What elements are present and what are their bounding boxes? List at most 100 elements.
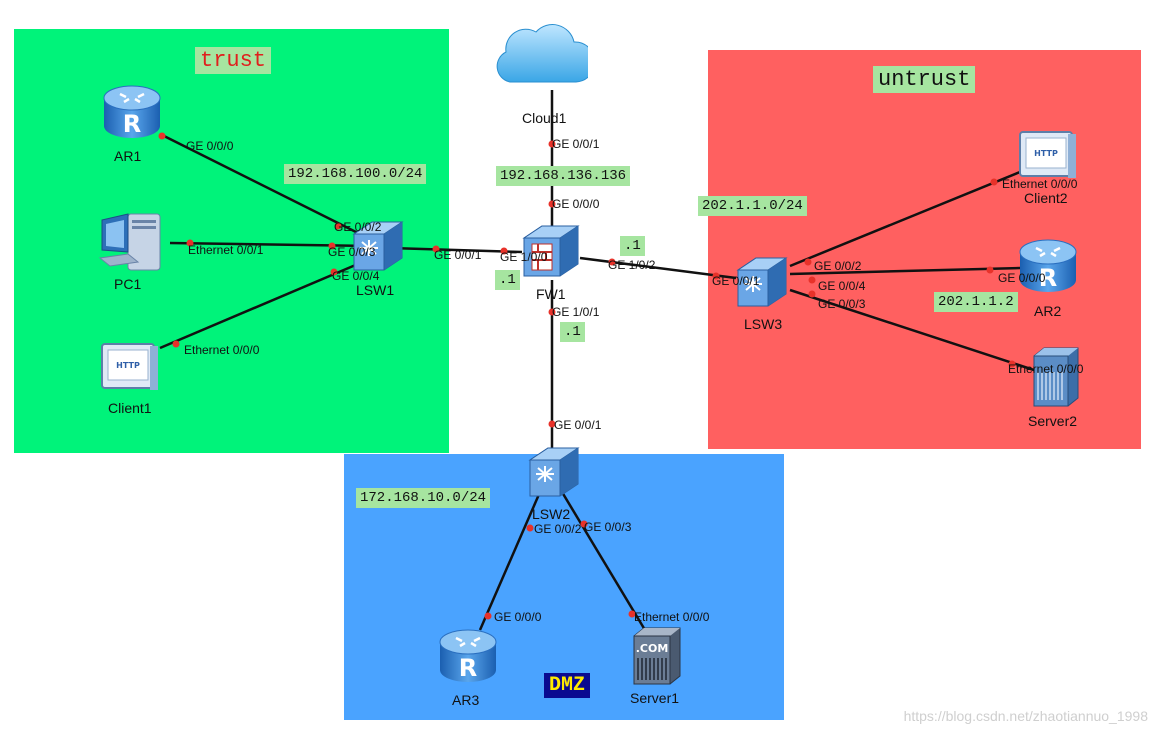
router-icon[interactable]: R (438, 628, 498, 686)
device-name-ar3: AR3 (452, 692, 480, 708)
http-client-icon[interactable]: HTTP (100, 340, 160, 392)
link-lsw3-client2[interactable] (789, 170, 1021, 268)
device-name-ar2: AR2 (1034, 303, 1062, 319)
port-dot (330, 268, 338, 276)
port-label: GE 1/0/2 (608, 258, 656, 272)
port-dot (986, 266, 994, 274)
server-icon[interactable] (1030, 346, 1082, 408)
switch-icon[interactable] (526, 444, 582, 500)
port-label: Ethernet 0/0/0 (1002, 177, 1078, 191)
port-label: GE 0/0/1 (434, 248, 482, 262)
router-icon[interactable]: R (102, 84, 162, 142)
port-label: GE 0/0/1 (554, 418, 602, 432)
port-dot (172, 340, 180, 348)
switch-icon[interactable] (350, 218, 406, 274)
port-label: Ethernet 0/0/0 (184, 343, 260, 357)
fw-dmz-host-tag: .1 (560, 322, 585, 342)
port-dot (548, 200, 556, 208)
link-lsw3-ar2[interactable] (789, 266, 1021, 276)
dmz-zone-label: DMZ (544, 673, 591, 698)
dmz-subnet-tag: 172.168.10.0/24 (356, 488, 491, 508)
trust-subnet-tag: 192.168.100.0/24 (284, 164, 427, 184)
http-client-icon[interactable]: HTTP (1018, 128, 1078, 180)
port-label: GE 0/0/0 (552, 197, 600, 211)
device-name-fw1: FW1 (536, 286, 566, 302)
device-name-client1: Client1 (108, 400, 152, 416)
port-dot (580, 520, 588, 528)
port-label: GE 0/0/1 (712, 274, 760, 288)
port-dot (334, 222, 342, 230)
device-name-lsw1: LSW1 (356, 282, 395, 298)
port-label: GE 0/0/0 (494, 610, 542, 624)
port-dot (432, 245, 440, 253)
link-fw1-lsw3[interactable] (579, 256, 737, 280)
untrust-zone-label: untrust (873, 66, 976, 93)
port-dot (186, 239, 194, 247)
firewall-icon[interactable] (520, 222, 582, 282)
port-dot (628, 610, 636, 618)
port-label: GE 0/0/1 (552, 137, 600, 151)
untrust-subnet-tag: 202.1.1.0/24 (698, 196, 807, 216)
port-dot (158, 132, 166, 140)
device-name-pc1: PC1 (114, 276, 142, 292)
port-dot (990, 178, 998, 186)
svg-text:HTTP: HTTP (1034, 149, 1058, 158)
port-dot (804, 258, 812, 266)
svg-text:R: R (123, 110, 141, 138)
cloud-icon[interactable] (492, 12, 588, 94)
svg-text:.COM: .COM (636, 642, 669, 655)
port-label: Ethernet 0/0/0 (634, 610, 710, 624)
port-label: GE 0/0/3 (818, 297, 866, 311)
svg-text:HTTP: HTTP (116, 361, 140, 370)
link-lsw2-ar3[interactable] (478, 491, 542, 631)
ar2-ip-tag: 202.1.1.2 (934, 292, 1018, 312)
device-name-client2: Client2 (1024, 190, 1068, 206)
port-label: Ethernet 0/0/0 (1008, 362, 1084, 376)
device-name-lsw2: LSW2 (532, 506, 571, 522)
port-label: GE 0/0/2 (814, 259, 862, 273)
port-label: GE 0/0/2 (534, 522, 582, 536)
link-ar1-lsw1[interactable] (159, 132, 373, 242)
link-pc1-lsw1[interactable] (169, 241, 373, 248)
port-dot (500, 247, 508, 255)
port-label: Ethernet 0/0/1 (188, 243, 264, 257)
port-dot (328, 242, 336, 250)
port-dot (712, 272, 720, 280)
svg-text:R: R (1039, 264, 1057, 292)
port-label: GE 0/0/4 (818, 279, 866, 293)
link-lsw2-server1[interactable] (560, 491, 647, 631)
port-dot (808, 290, 816, 298)
port-label: GE 0/0/0 (186, 139, 234, 153)
link-lsw1-fw1[interactable] (389, 246, 523, 254)
port-dot (608, 258, 616, 266)
device-name-cloud1: Cloud1 (522, 110, 567, 126)
trust-zone-label: trust (195, 47, 272, 74)
device-name-server2: Server2 (1028, 413, 1078, 429)
link-lsw3-server2[interactable] (789, 288, 1041, 374)
watermark: https://blog.csdn.net/zhaotiannuo_1998 (903, 708, 1148, 724)
port-dot (548, 140, 556, 148)
port-label: GE 0/0/3 (328, 245, 376, 259)
port-label: GE 0/0/4 (332, 269, 380, 283)
cloud-ip-tag: 192.168.136.136 (496, 166, 631, 186)
port-dot (808, 276, 816, 284)
pc-icon[interactable] (98, 210, 164, 272)
port-dot (526, 524, 534, 532)
port-label: GE 0/0/3 (584, 520, 632, 534)
port-dot (1008, 360, 1016, 368)
port-label: GE 1/0/0 (500, 250, 548, 264)
com-server-icon[interactable]: .COM (630, 626, 684, 686)
fw-untrust-host-tag: .1 (620, 236, 645, 256)
port-dot (484, 612, 492, 620)
port-dot (548, 308, 556, 316)
device-name-lsw3: LSW3 (744, 316, 783, 332)
device-name-server1: Server1 (630, 690, 680, 706)
port-label: GE 0/0/0 (998, 271, 1046, 285)
device-name-ar1: AR1 (114, 148, 142, 164)
router-icon[interactable]: R (1018, 238, 1078, 296)
fw-trust-host-tag: .1 (495, 270, 520, 290)
svg-text:R: R (459, 654, 477, 682)
switch-icon[interactable] (734, 254, 790, 310)
port-label: GE 1/0/1 (552, 305, 600, 319)
